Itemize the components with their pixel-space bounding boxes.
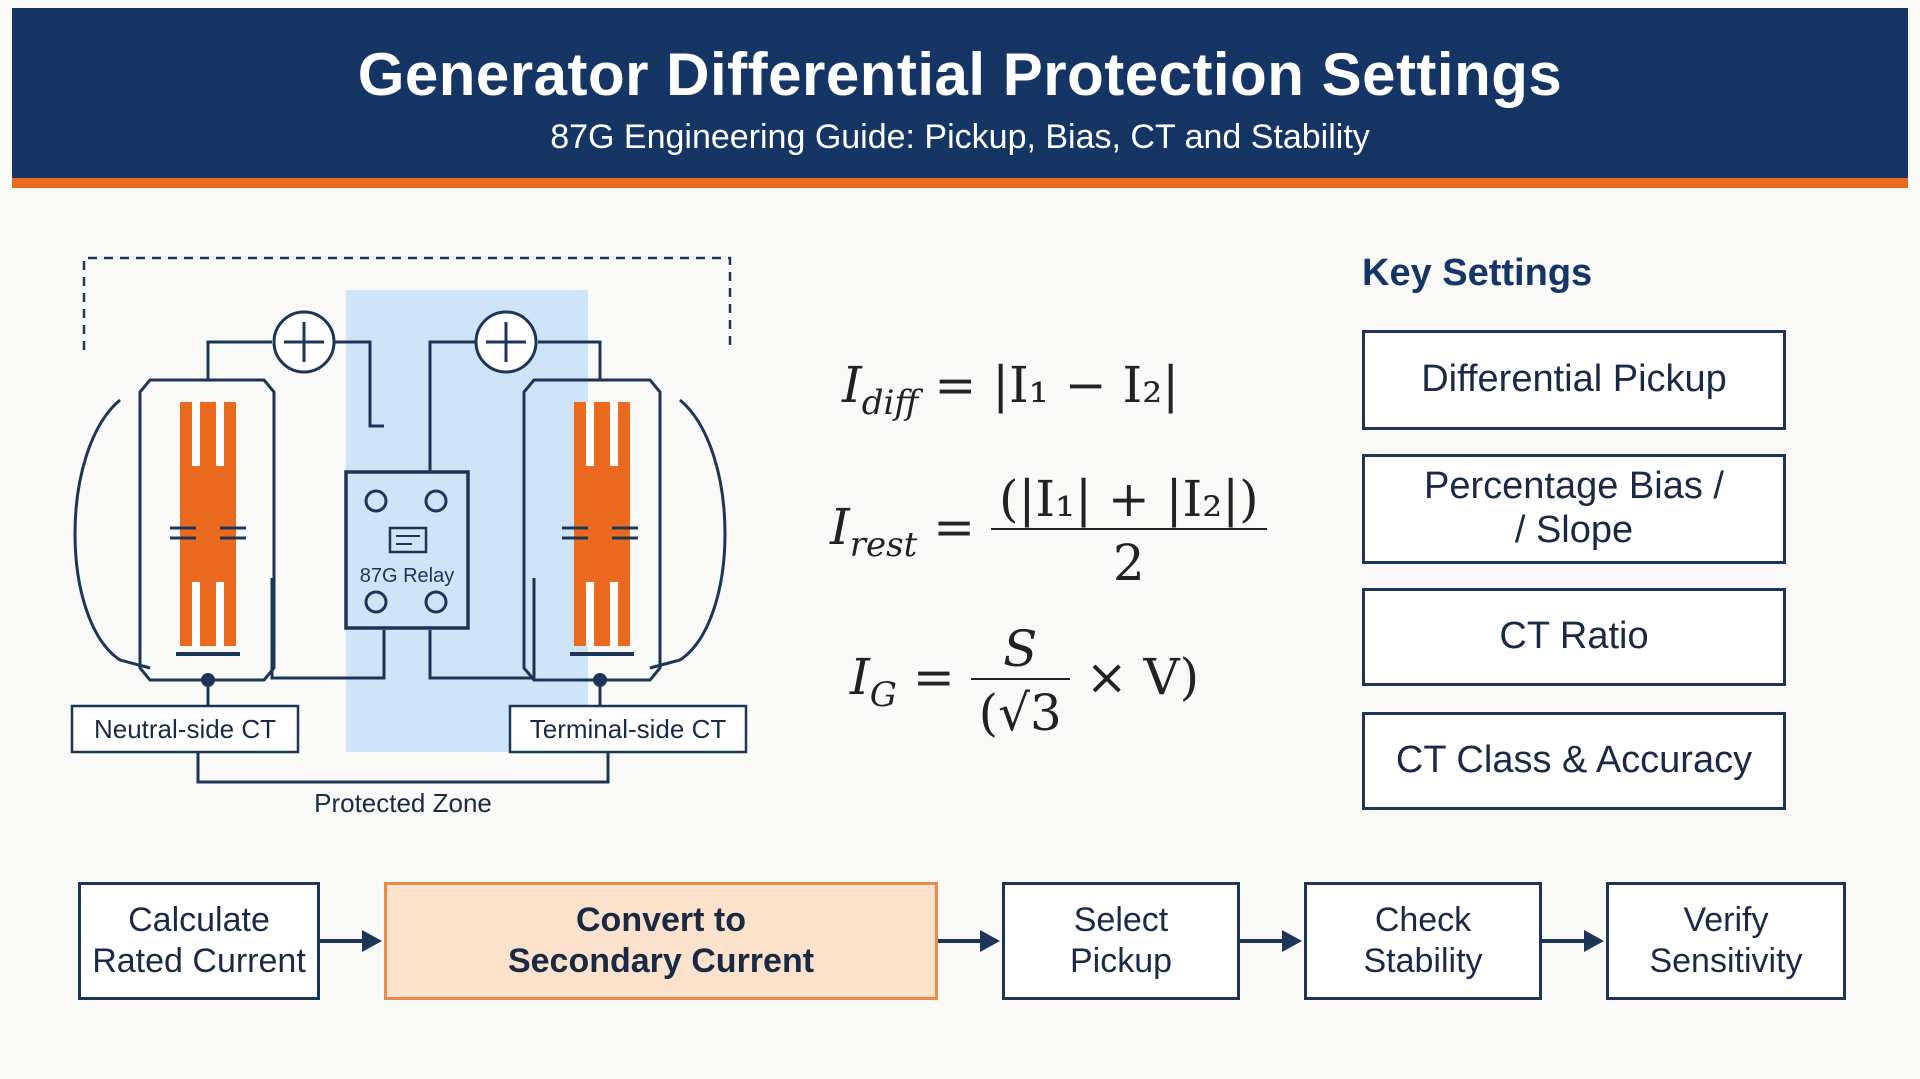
terminal-ct-label: Terminal-side CT: [530, 714, 727, 744]
page-subtitle: 87G Engineering Guide: Pickup, Bias, CT …: [550, 118, 1370, 156]
terminal-side-winding: [522, 378, 662, 682]
key-setting-percentage-bias: Percentage Bias / / Slope: [1362, 454, 1786, 564]
neutral-arc: [73, 398, 151, 670]
equation-ig: IG = S (√3 × V): [850, 620, 1200, 742]
step-verify-sensitivity: Verify Sensitivity: [1606, 882, 1846, 1000]
terminal-junction-dot: [593, 673, 607, 687]
step-calculate-rated-current: Calculate Rated Current: [78, 882, 320, 1000]
summing-junction-left-icon: [272, 310, 336, 374]
key-setting-ct-ratio: CT Ratio: [1362, 588, 1786, 686]
relay-label: 87G Relay: [360, 565, 455, 587]
step-convert-secondary-current: Convert to Secondary Current: [384, 882, 938, 1000]
summing-junction-right-icon: [474, 310, 538, 374]
protected-zone-label: Protected Zone: [314, 788, 492, 818]
key-setting-ct-class-accuracy: CT Class & Accuracy: [1362, 712, 1786, 810]
terminal-ct-element: [562, 402, 638, 656]
terminal-arc: [649, 398, 727, 670]
relay-87g: 87G Relay: [344, 470, 470, 630]
equation-idiff: Idiff = |I₁ − I₂|: [842, 356, 1180, 423]
neutral-side-winding: [138, 378, 276, 682]
header-banner: Generator Differential Protection Settin…: [12, 8, 1908, 188]
terminal-ct-label-box: [508, 704, 748, 754]
step-check-stability: Check Stability: [1304, 882, 1542, 1000]
key-setting-differential-pickup: Differential Pickup: [1362, 330, 1786, 430]
page-title: Generator Differential Protection Settin…: [357, 41, 1563, 108]
secondary-wiring: [196, 340, 610, 784]
neutral-ct-element: [170, 402, 246, 656]
neutral-junction-dot: [201, 673, 215, 687]
step-select-pickup: Select Pickup: [1002, 882, 1240, 1000]
neutral-ct-label-box: [70, 704, 300, 754]
equation-irest: Irest = (|I₁| + |I₂|) 2: [830, 470, 1267, 592]
relay-display-icon: [388, 526, 428, 554]
neutral-ct-label: Neutral-side CT: [94, 714, 276, 744]
key-settings-title: Key Settings: [1362, 252, 1593, 294]
zone-boundary-dashed: [82, 256, 732, 350]
workflow-arrows: [320, 930, 1604, 952]
